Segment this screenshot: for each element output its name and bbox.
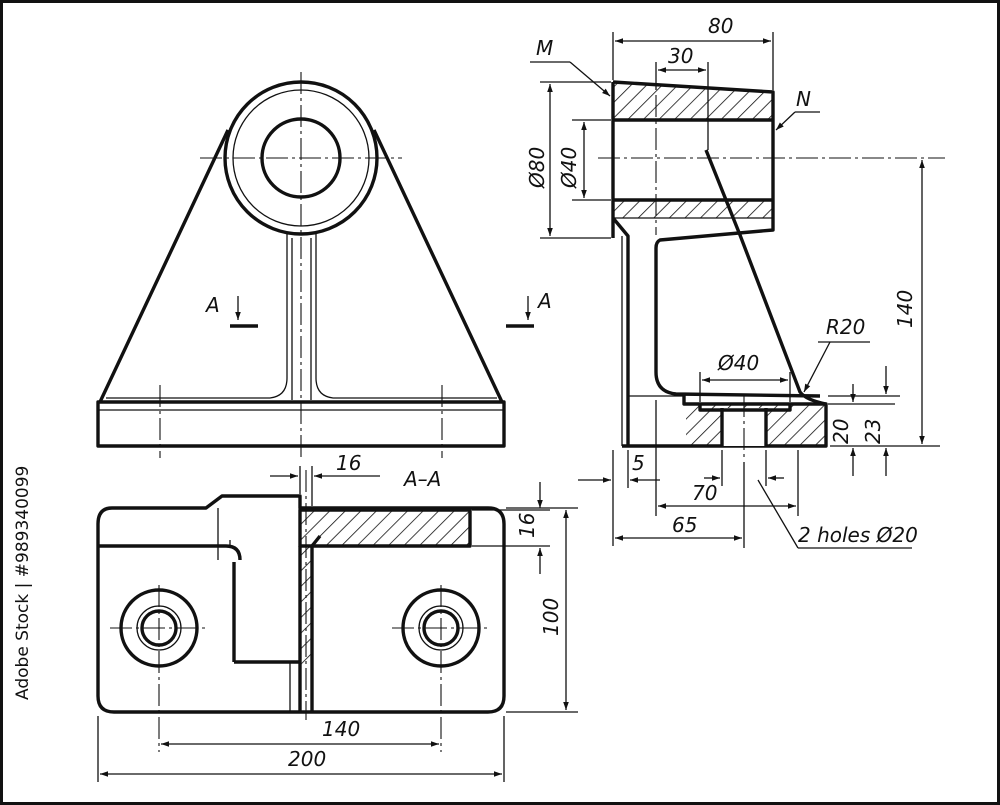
label-m: M: [536, 36, 553, 60]
dim-5: 5: [632, 451, 645, 475]
dim-140-spacing: 140: [322, 717, 360, 741]
dim-200: 200: [288, 747, 326, 771]
dim-16-h: 16: [336, 451, 361, 475]
dim-70: 70: [692, 481, 717, 505]
section-title: A–A: [402, 467, 441, 491]
dim-dia-40-spot: Ø40: [717, 351, 759, 375]
section-marker-right: A: [536, 289, 552, 313]
section-marker-left: A: [204, 293, 220, 317]
dim-23: 23: [861, 419, 885, 444]
holes-note: 2 holes Ø20: [798, 523, 918, 547]
dim-140-height: 140: [893, 290, 917, 328]
dim-dia-40-bore: Ø40: [557, 147, 581, 189]
dim-30: 30: [668, 44, 693, 68]
top-section-view: A–A: [96, 467, 506, 752]
dim-100: 100: [539, 598, 563, 636]
label-n: N: [796, 87, 811, 111]
side-section-view: [598, 80, 945, 458]
top-view-dimensions: 16 16 100 140 200: [97, 451, 578, 782]
dim-dia-80: Ø80: [525, 147, 549, 189]
dim-16-v: 16: [515, 513, 539, 538]
dim-20: 20: [829, 419, 853, 444]
stock-id: Adobe Stock | #989340099: [13, 466, 33, 700]
dim-r20: R20: [826, 315, 865, 339]
side-view-dimensions: 80 30 M N Ø80 Ø40 140 R20 Ø40 20: [525, 14, 940, 549]
front-view: A A: [96, 72, 552, 458]
dim-80: 80: [708, 14, 733, 38]
dim-65: 65: [672, 513, 697, 537]
